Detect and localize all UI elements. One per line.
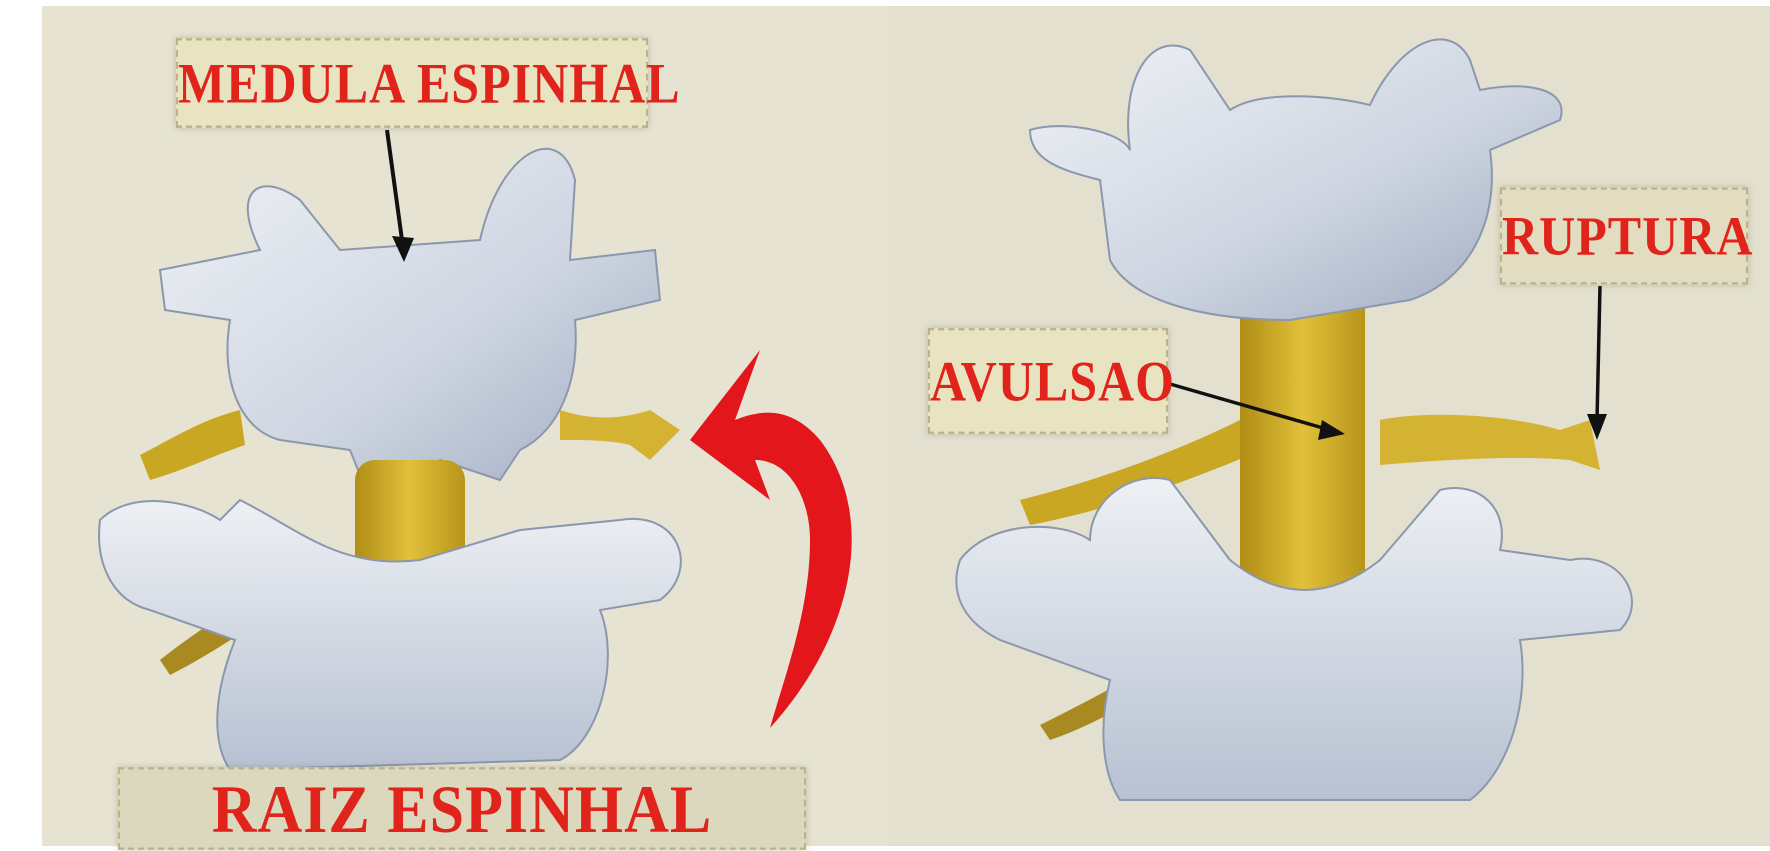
label-medula-espinhal: MEDULA ESPINHAL <box>176 38 648 128</box>
left-nerve-root-left <box>140 410 245 480</box>
left-spine-model <box>99 149 681 770</box>
left-nerve-root-right <box>560 410 680 460</box>
ruptura-pointer-line <box>1597 286 1600 420</box>
left-upper-vertebra <box>160 149 660 508</box>
right-spinal-cord <box>1240 270 1365 630</box>
right-upper-vertebra <box>1030 39 1562 320</box>
right-nerve-root-ruptured <box>1380 415 1600 470</box>
medula-pointer-line <box>387 130 402 240</box>
label-raiz-espinhal: RAIZ ESPINHAL <box>118 767 806 850</box>
label-avulsao: AVULSAO <box>928 328 1168 434</box>
label-ruptura: RUPTURA <box>1500 188 1748 285</box>
red-curved-arrow <box>690 350 852 728</box>
